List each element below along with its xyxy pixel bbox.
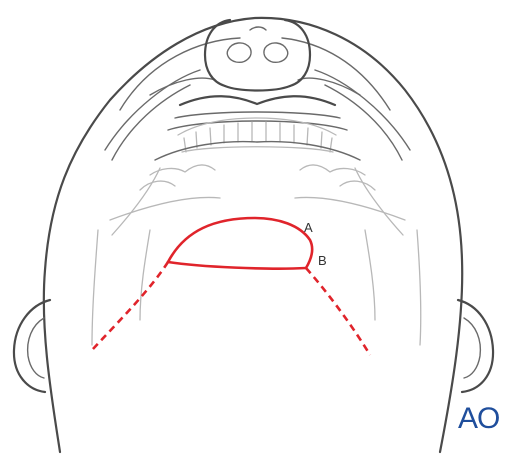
mandible-contours: [112, 142, 403, 235]
incision-lower-line: [168, 262, 306, 269]
right-dashed-incision: [306, 268, 370, 355]
left-dashed-incision: [92, 262, 168, 350]
incision-extensions: [92, 262, 370, 355]
incision-upper-curve: [168, 218, 312, 268]
neck-lines: [140, 230, 375, 320]
label-a: A: [304, 220, 313, 235]
head-outline: [44, 18, 462, 452]
ao-logo: AO: [458, 402, 499, 435]
label-b: B: [318, 253, 327, 268]
incision-outline: [168, 218, 312, 269]
nose: [205, 20, 310, 91]
mouth: [168, 96, 347, 130]
right-ear: [458, 300, 493, 392]
